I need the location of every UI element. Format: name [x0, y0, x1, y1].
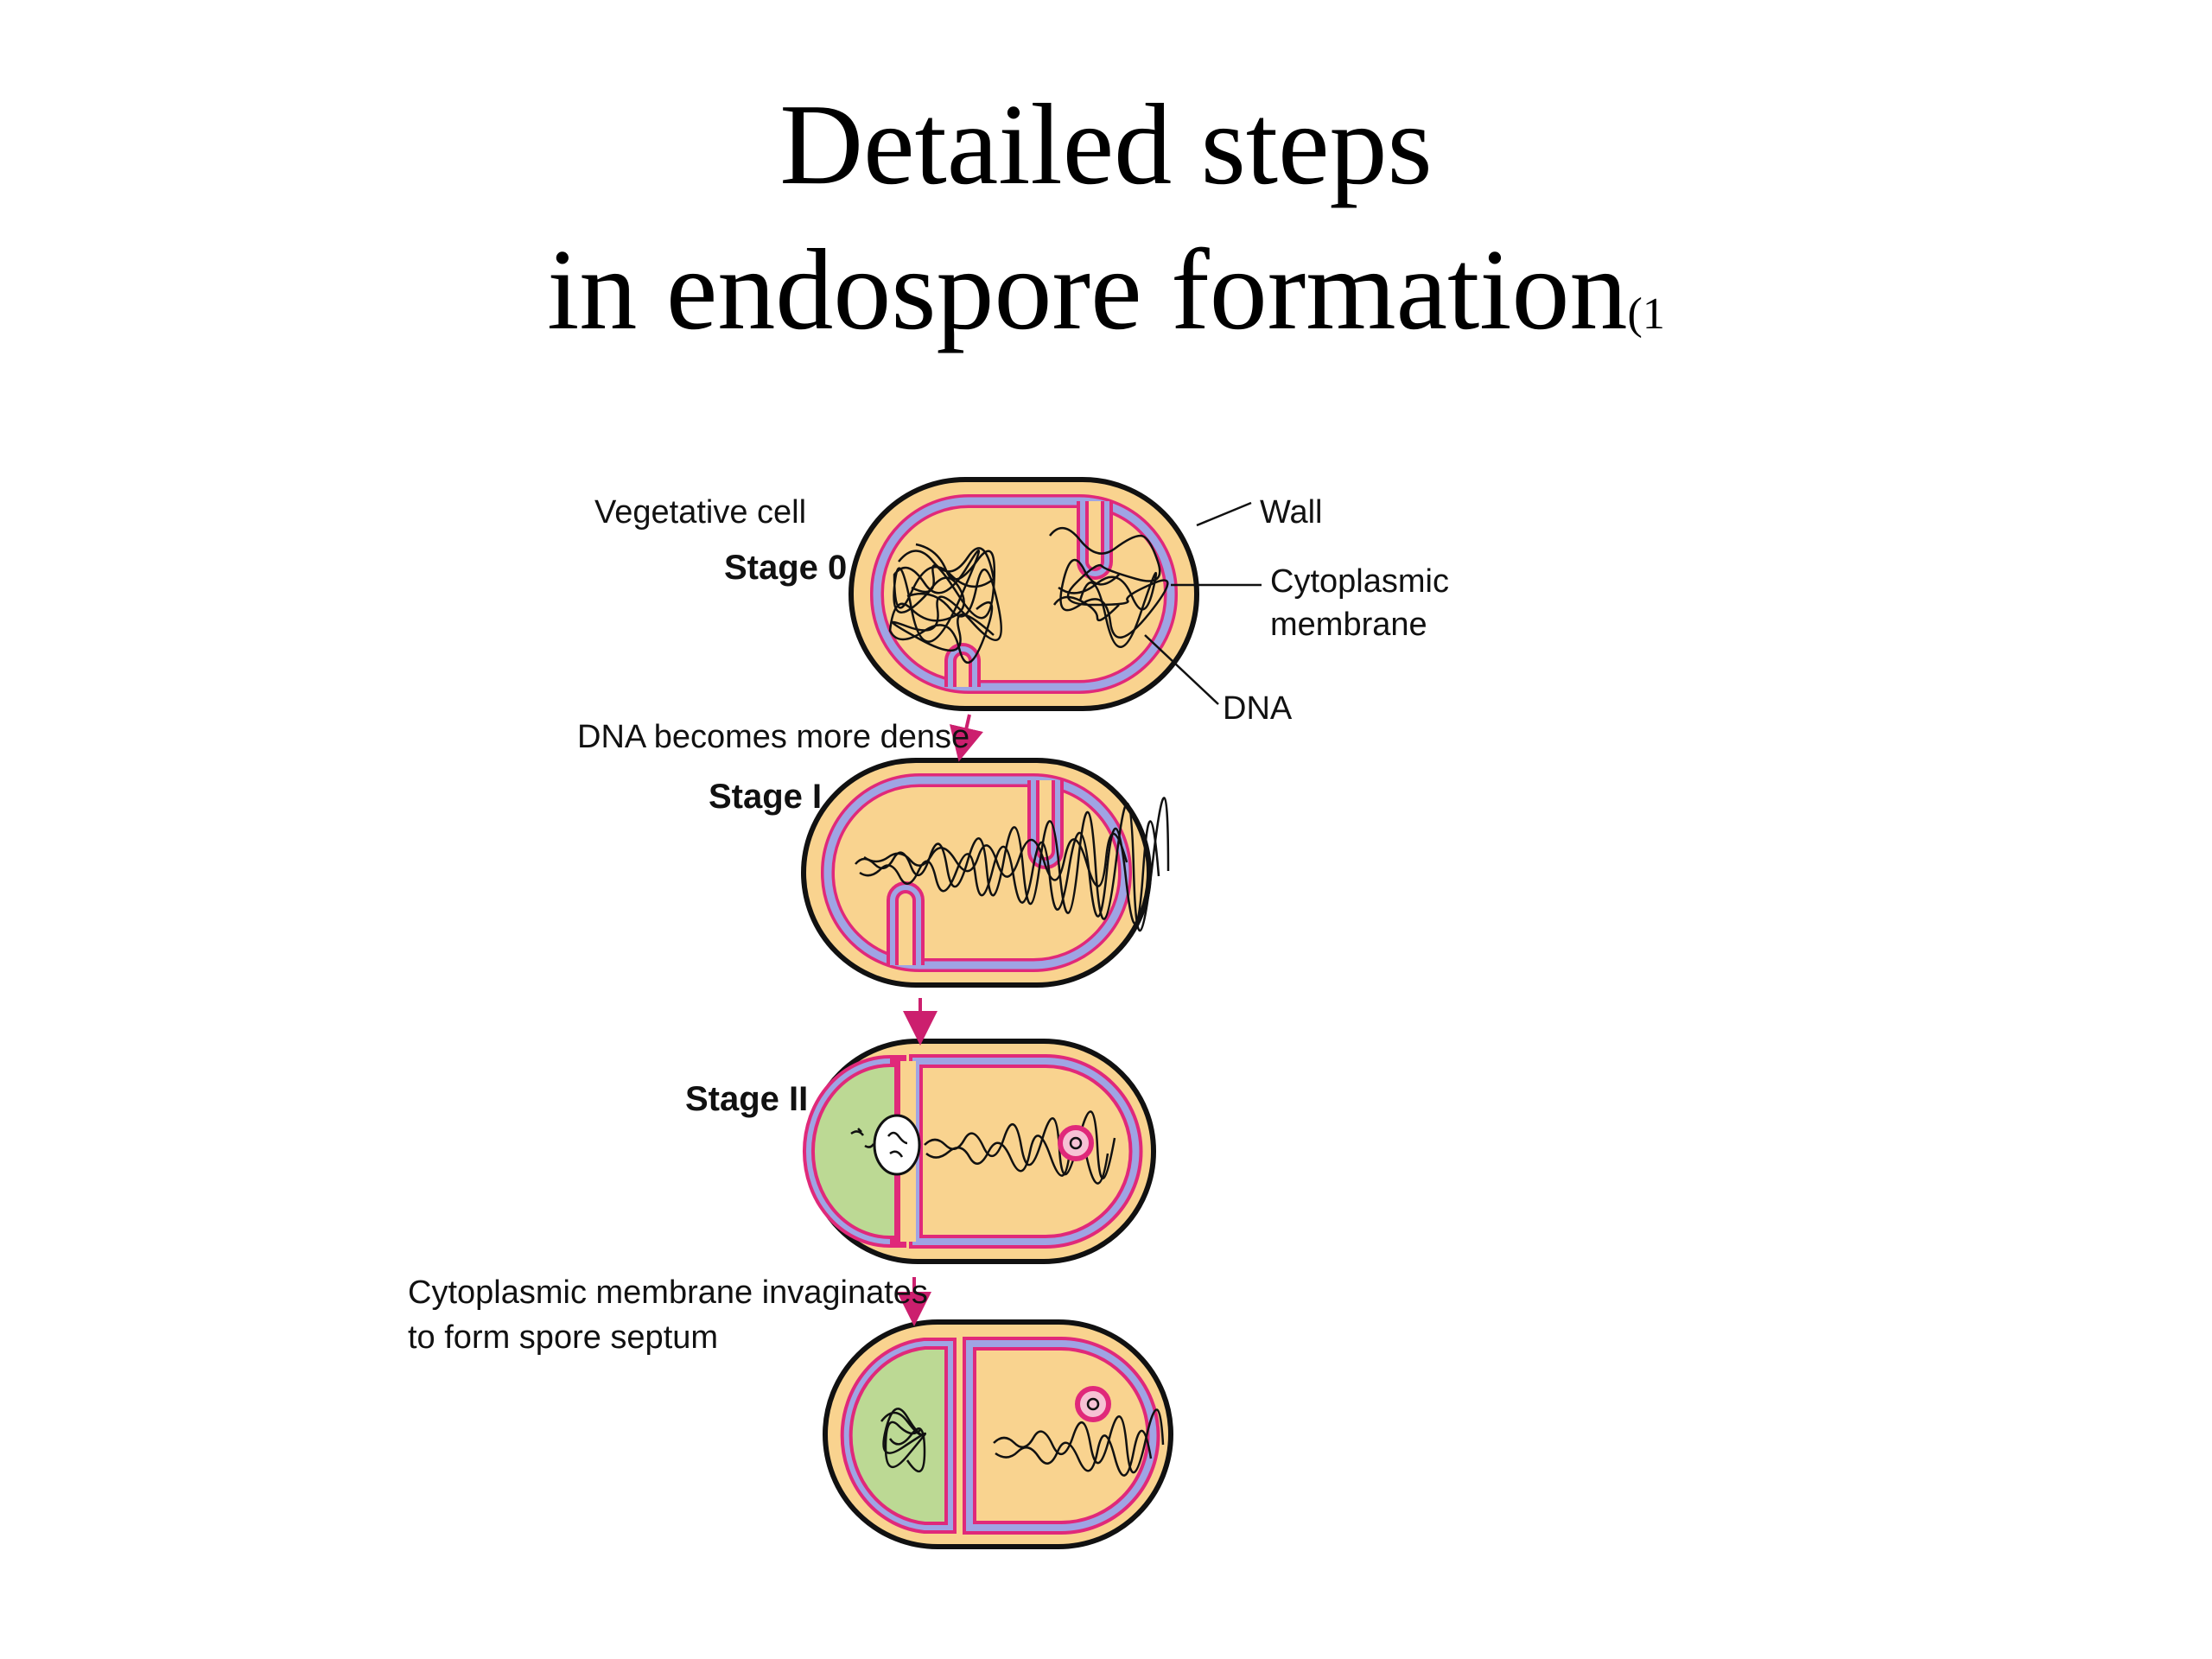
dna-leader	[1144, 634, 1219, 705]
cell-stage-2	[803, 1039, 1156, 1264]
cell-wall	[801, 758, 1152, 988]
cell-wall	[849, 477, 1199, 711]
title-text: in endospore formation	[547, 226, 1628, 353]
membrane-invagination-bottom	[887, 881, 925, 965]
label-membrane: membrane	[1270, 607, 1427, 643]
label-wall: Wall	[1260, 494, 1322, 531]
septum-dna-bubble	[873, 1114, 921, 1176]
title-suffix: (1	[1627, 289, 1665, 339]
cell-stage-septum	[823, 1319, 1173, 1549]
arrow-stage0-to-stage1	[949, 714, 983, 762]
label-dna: DNA	[1223, 690, 1293, 727]
page-title-line-1: Detailed steps	[0, 86, 2212, 202]
cell-stage-0	[849, 477, 1199, 711]
dna-tangle	[888, 543, 1002, 664]
label-cytoplasmic: Cytoplasmic	[1270, 563, 1449, 600]
label-stage-1: Stage I	[709, 778, 822, 816]
wall-leader	[1196, 501, 1252, 527]
origin-dna-ring	[1075, 1386, 1111, 1422]
dna-tangle	[880, 1408, 1165, 1477]
label-stage-2: Stage II	[685, 1080, 808, 1118]
label-invaginate-1: Cytoplasmic membrane invaginates	[408, 1274, 928, 1311]
stage-arrows	[897, 714, 983, 1326]
label-invaginate-2: to form spore septum	[408, 1319, 718, 1356]
label-dna-dense: DNA becomes more dense	[577, 719, 969, 755]
dna-tangle	[1049, 527, 1169, 648]
label-vegetative-cell: Vegetative cell	[594, 494, 806, 531]
label-stage-0: Stage 0	[724, 549, 847, 587]
cytoplasmic-membrane-inner	[873, 497, 1175, 691]
leader-lines	[1144, 501, 1262, 705]
origin-dna-ring	[1058, 1125, 1094, 1161]
cell-stage-1	[801, 758, 1170, 988]
title-text: Detailed steps	[779, 80, 1433, 208]
dna-tangle	[855, 797, 1170, 932]
membrane-invagination-top	[1077, 501, 1113, 580]
page-title-line-2: in endospore formation(1	[0, 232, 2212, 347]
